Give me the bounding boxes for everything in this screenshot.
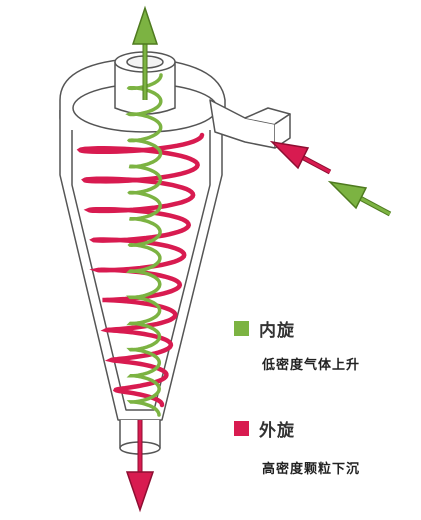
dust-outlet-arrow bbox=[125, 420, 155, 513]
legend-outer-title: 外旋 bbox=[259, 421, 295, 441]
legend-outer-swatch bbox=[234, 421, 249, 436]
legend-inner: 内旋 bbox=[234, 316, 295, 341]
outer-vortex-spiral-path bbox=[76, 132, 205, 408]
legend-inner-title: 内旋 bbox=[259, 321, 295, 341]
inlet-green-arrow bbox=[327, 180, 392, 217]
inner-vortex-spiral bbox=[125, 73, 163, 417]
legend-inner-swatch bbox=[234, 321, 249, 336]
inner-vortex-spiral-path bbox=[125, 73, 163, 417]
outer-vortex-spiral bbox=[76, 132, 205, 408]
legend-outer: 外旋 bbox=[234, 416, 295, 441]
gas-outlet-arrow bbox=[131, 5, 159, 100]
legend-inner-description: 低密度气体上升 bbox=[262, 358, 361, 373]
legend-outer-description: 高密度颗粒下沉 bbox=[262, 462, 361, 477]
inlet-red-arrow bbox=[269, 140, 332, 175]
